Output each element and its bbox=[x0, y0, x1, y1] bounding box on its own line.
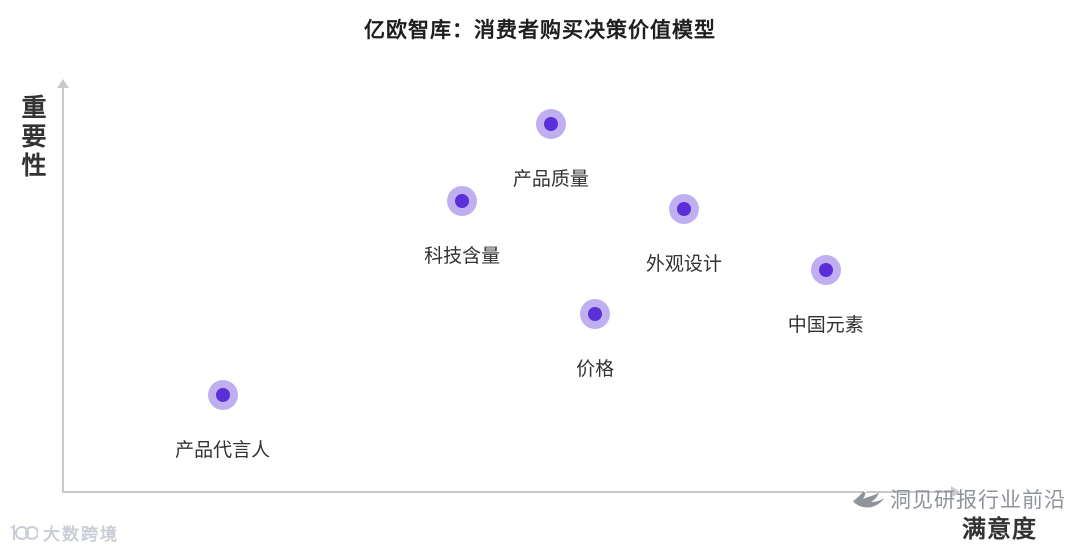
page-title: 亿欧智库：消费者购买决策价值模型 bbox=[364, 19, 716, 42]
y-axis-line bbox=[62, 88, 64, 492]
point-label: 产品质量 bbox=[512, 169, 589, 191]
point-label: 科技含量 bbox=[424, 246, 501, 268]
point-halo bbox=[447, 186, 478, 217]
watermark-bottom-left: 大数跨境 bbox=[8, 520, 119, 545]
point-halo bbox=[535, 109, 566, 140]
point-label: 中国元素 bbox=[787, 314, 864, 336]
point-core bbox=[543, 117, 558, 132]
point-halo bbox=[668, 194, 699, 225]
x-axis-label: 满意度 bbox=[962, 516, 1037, 543]
watermark-bottom-left-text: 大数跨境 bbox=[43, 525, 119, 544]
y-axis-arrow-icon bbox=[57, 79, 69, 88]
point-halo bbox=[207, 380, 238, 411]
dashukuajing-logo-icon bbox=[8, 523, 38, 543]
x-axis-arrow-icon bbox=[951, 486, 960, 498]
watermark-bottom-right-text: 洞见研报行业前沿 bbox=[890, 489, 1066, 512]
point-core bbox=[455, 194, 470, 209]
point-label: 外观设计 bbox=[645, 254, 722, 276]
point-core bbox=[588, 307, 603, 322]
y-axis-label: 重要性 bbox=[18, 94, 46, 181]
point-core bbox=[818, 262, 833, 277]
point-halo bbox=[810, 254, 841, 285]
x-axis-line bbox=[62, 491, 952, 493]
plot-area: 产品质量科技含量 外观设计中国元素价格产品代言人 bbox=[63, 88, 950, 492]
point-label: 产品代言人 bbox=[175, 440, 271, 462]
point-halo bbox=[580, 299, 611, 330]
point-label: 价格 bbox=[576, 359, 615, 381]
bird-icon bbox=[850, 487, 886, 511]
point-core bbox=[215, 388, 230, 403]
watermark-bottom-right: 洞见研报行业前沿 bbox=[850, 484, 1066, 514]
point-core bbox=[676, 202, 691, 217]
